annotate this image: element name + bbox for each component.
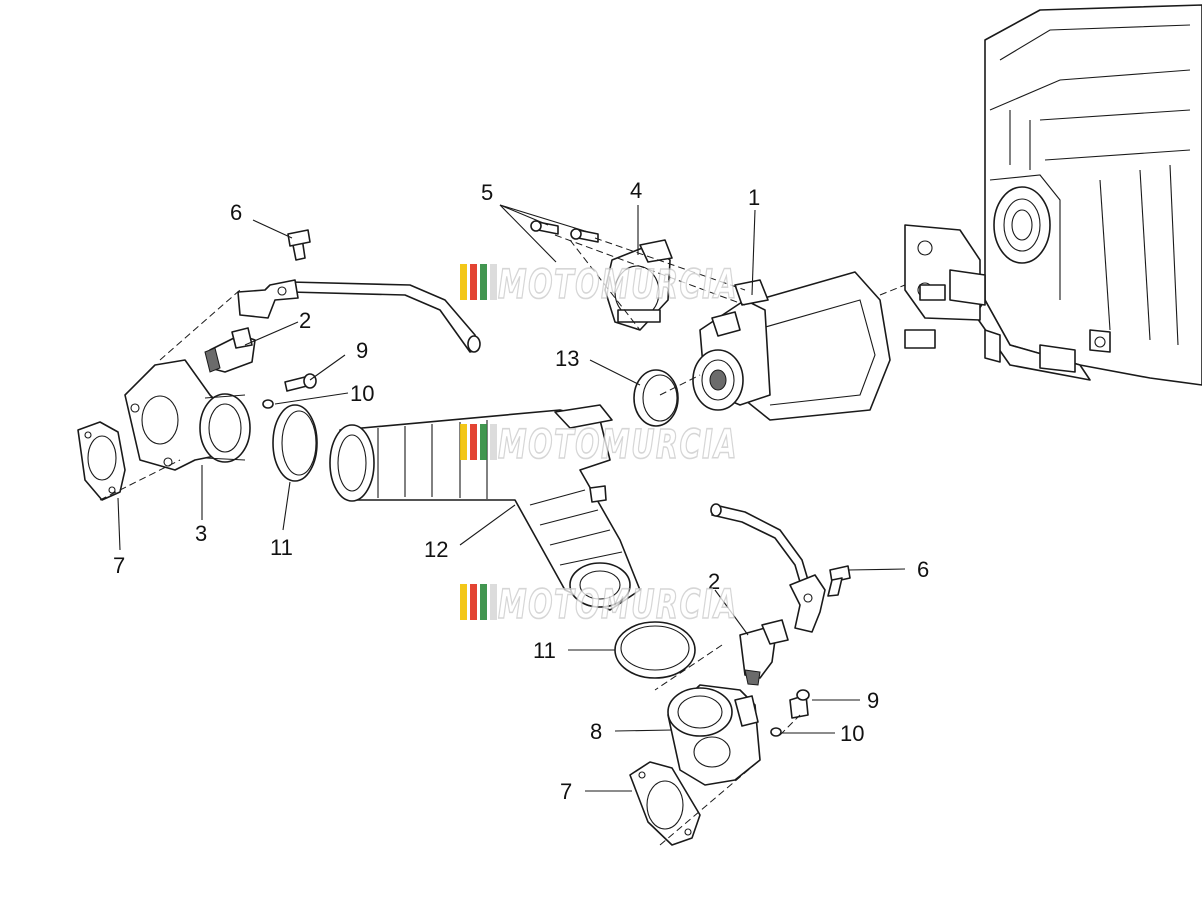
callout-bracket-screw-right: 6 <box>917 557 929 582</box>
watermark-stripe <box>490 264 497 300</box>
callout-y-hose: 12 <box>424 537 448 562</box>
bracket-screw-left <box>287 229 311 261</box>
intake-manifold-left <box>124 359 251 471</box>
washer-left <box>262 399 274 409</box>
callout-labels: 1 4 5 6 2 9 10 13 3 11 7 12 6 2 11 9 10 … <box>113 178 929 804</box>
callout-gasket-left: 7 <box>113 553 125 578</box>
injector-right <box>739 619 789 686</box>
watermark-stripe <box>490 584 497 620</box>
clamp-right <box>614 621 696 679</box>
callout-bracket-screw-left: 6 <box>230 200 242 225</box>
assembly-lines <box>99 234 906 846</box>
callout-clamp-right: 11 <box>533 638 556 663</box>
watermark-stripe <box>480 424 487 460</box>
watermark-stripe <box>470 424 477 460</box>
callout-intake-manifold-right: 8 <box>590 719 602 744</box>
watermark-bottom: MOTOMURCIA <box>460 581 738 629</box>
bracket-screw-right <box>827 565 851 597</box>
callout-sensor: 4 <box>630 178 642 203</box>
callout-screw-left: 9 <box>356 338 368 363</box>
watermark-text: MOTOMURCIA <box>498 422 738 468</box>
watermark-stripe <box>490 424 497 460</box>
callout-clamp-top: 13 <box>555 346 579 371</box>
callout-washer-right: 10 <box>840 721 864 746</box>
intake-manifold-right <box>667 684 761 786</box>
watermark-stripe <box>470 584 477 620</box>
gasket-left <box>77 421 126 501</box>
fuel-line-left <box>237 279 481 353</box>
callout-screws: 5 <box>481 180 493 205</box>
watermark-stripe <box>480 264 487 300</box>
callout-injector-left: 2 <box>299 308 311 333</box>
clamp-left <box>272 404 318 482</box>
callout-throttle-body: 1 <box>748 185 760 210</box>
callout-screw-right: 9 <box>867 688 879 713</box>
callout-intake-manifold-left: 3 <box>195 521 207 546</box>
gasket-right <box>629 761 701 846</box>
washer-right <box>770 727 782 737</box>
watermark-stripe <box>480 584 487 620</box>
callout-gasket-right: 7 <box>560 779 572 804</box>
fuel-line-right <box>710 503 826 633</box>
watermark-stripe <box>470 264 477 300</box>
watermark-top: MOTOMURCIA <box>460 261 738 309</box>
injector-left <box>204 327 256 373</box>
watermark-text: MOTOMURCIA <box>498 582 738 628</box>
screw-right <box>789 689 810 719</box>
watermark-stripe <box>460 264 467 300</box>
watermark-stripe <box>460 424 467 460</box>
cylinder-head <box>904 4 1202 386</box>
throttle-body <box>692 271 891 421</box>
watermark-middle: MOTOMURCIA <box>460 421 738 469</box>
clamp-top <box>633 369 679 427</box>
leader-lines <box>117 204 906 792</box>
callout-washer-left: 10 <box>350 381 374 406</box>
watermark-stripe <box>460 584 467 620</box>
y-hose <box>329 404 641 611</box>
watermark-text: MOTOMURCIA <box>498 262 738 308</box>
screws <box>530 220 599 243</box>
screw-left <box>284 373 317 392</box>
callout-injector-right: 2 <box>708 569 720 594</box>
callout-clamp-left: 11 <box>270 535 293 560</box>
